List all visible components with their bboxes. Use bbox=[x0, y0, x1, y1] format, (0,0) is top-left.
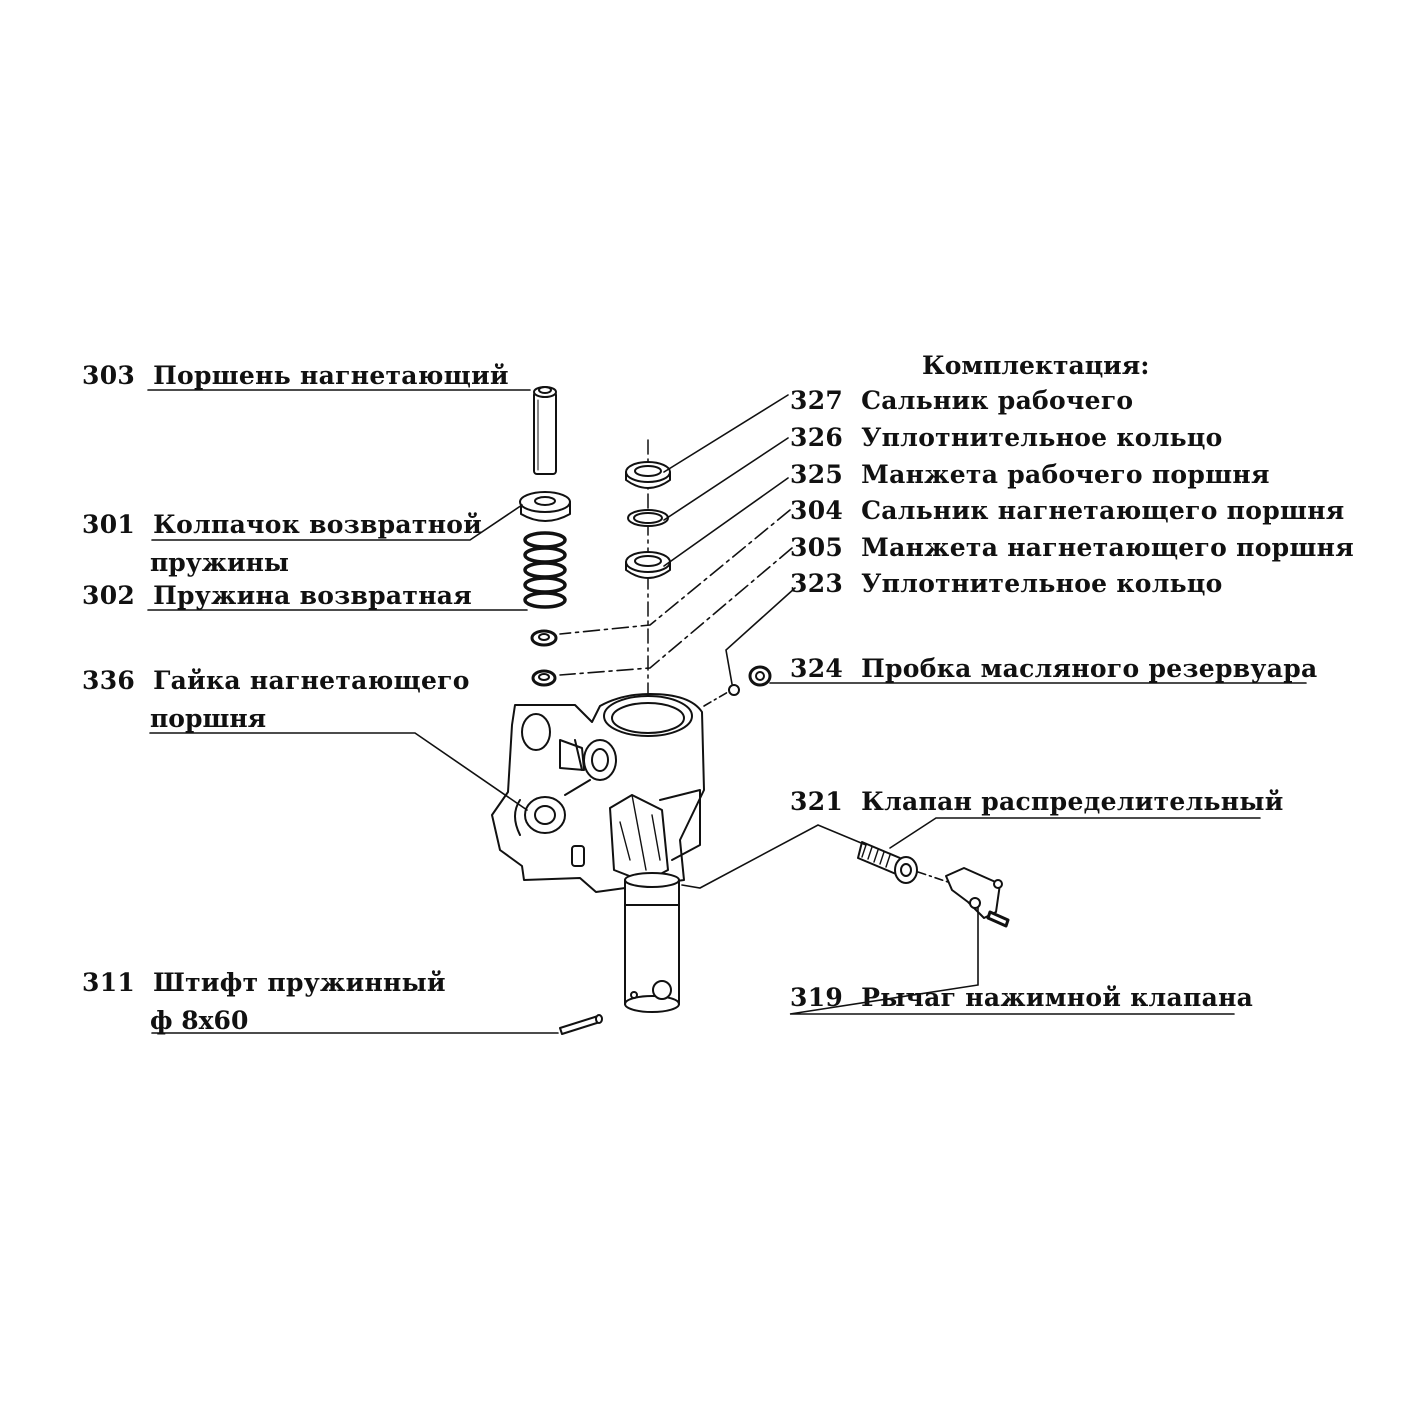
label-324: 324 Пробка масляного резервуара bbox=[790, 654, 1317, 684]
leader-326 bbox=[663, 437, 789, 521]
part-number: 311 bbox=[82, 968, 136, 997]
label-304: 304 Сальник нагнетающего поршня bbox=[790, 496, 1345, 526]
part-305-cuff bbox=[531, 669, 557, 687]
leader-336 bbox=[149, 732, 528, 811]
label-326: 326 Уплотнительное кольцо bbox=[790, 423, 1223, 453]
part-number: 325 bbox=[790, 460, 844, 489]
part-302-return-spring bbox=[523, 531, 567, 609]
part-name: Колпачок возвратной bbox=[153, 510, 483, 539]
part-number: 302 bbox=[82, 581, 136, 610]
part-number: 323 bbox=[790, 569, 844, 598]
label-336-line2: поршня bbox=[150, 704, 267, 733]
part-name: Сальник нагнетающего поршня bbox=[861, 496, 1345, 525]
leader-323 bbox=[725, 587, 796, 685]
part-number: 303 bbox=[82, 361, 136, 390]
label-321: 321 Клапан распределительный bbox=[790, 787, 1284, 817]
valve-axis bbox=[917, 871, 949, 883]
label-303: 303 Поршень нагнетающий bbox=[82, 361, 509, 391]
leader-301 bbox=[151, 504, 523, 541]
part-311-spring-pin bbox=[559, 1014, 603, 1035]
part-number: 321 bbox=[790, 787, 844, 816]
label-327: 327 Сальник рабочего bbox=[790, 386, 1133, 416]
part-326-o-ring bbox=[627, 509, 669, 527]
label-302: 302 Пружина возвратная bbox=[82, 581, 472, 611]
label-311: 311 Штифт пружинный bbox=[82, 968, 446, 998]
part-name: Пружина возвратная bbox=[153, 581, 473, 610]
label-323: 323 Уплотнительное кольцо bbox=[790, 569, 1223, 599]
leader-321-body bbox=[681, 824, 867, 889]
part-name: Манжета рабочего поршня bbox=[861, 460, 1270, 489]
label-311-line2: ф 8х60 bbox=[150, 1006, 249, 1035]
part-number: 324 bbox=[790, 654, 844, 683]
part-number: 327 bbox=[790, 386, 844, 415]
part-pump-body bbox=[491, 693, 705, 893]
leader-321 bbox=[889, 817, 1261, 849]
part-name: Клапан распределительный bbox=[861, 787, 1284, 816]
part-number: 326 bbox=[790, 423, 844, 452]
part-name: Штифт пружинный bbox=[153, 968, 446, 997]
label-319: 319 Рычаг нажимной клапана bbox=[790, 983, 1253, 1013]
part-number: 305 bbox=[790, 533, 844, 562]
label-325: 325 Манжета рабочего поршня bbox=[790, 460, 1270, 490]
leader-319 bbox=[789, 906, 1235, 1015]
part-lower-cylinder bbox=[624, 872, 680, 1013]
part-name: Пробка масляного резервуара bbox=[861, 654, 1318, 683]
label-305: 305 Манжета нагнетающего поршня bbox=[790, 533, 1354, 563]
part-304-seal bbox=[530, 629, 558, 647]
leader-327 bbox=[663, 394, 789, 473]
part-301-spring-cap bbox=[519, 491, 571, 522]
part-number: 304 bbox=[790, 496, 844, 525]
label-301: 301 Колпачок возвратной bbox=[82, 510, 482, 540]
part-323-o-ring bbox=[728, 684, 740, 696]
part-number: 336 bbox=[82, 666, 136, 695]
part-324-reservoir-plug bbox=[748, 665, 772, 687]
part-327-seal bbox=[625, 461, 671, 489]
part-name: Гайка нагнетающего bbox=[153, 666, 470, 695]
part-303-piston bbox=[533, 386, 557, 475]
leader-304 bbox=[559, 509, 791, 635]
part-325-cuff bbox=[625, 551, 671, 579]
part-name: Манжета нагнетающего поршня bbox=[861, 533, 1354, 562]
part-name: Уплотнительное кольцо bbox=[861, 569, 1223, 598]
part-name: Сальник рабочего bbox=[861, 386, 1134, 415]
label-301-line2: пружины bbox=[150, 548, 289, 577]
part-319-pressure-lever bbox=[945, 867, 1010, 928]
part-name: Рычаг нажимной клапана bbox=[861, 983, 1254, 1012]
part-321-distribution-valve bbox=[857, 841, 918, 884]
part-number: 301 bbox=[82, 510, 136, 539]
kit-heading: Комплектация: bbox=[922, 351, 1150, 380]
label-336: 336 Гайка нагнетающего bbox=[82, 666, 470, 696]
part-number: 319 bbox=[790, 983, 844, 1012]
part-name: Уплотнительное кольцо bbox=[861, 423, 1223, 452]
part-name: Поршень нагнетающий bbox=[153, 361, 509, 390]
leader-325 bbox=[663, 477, 789, 567]
leader-305 bbox=[559, 547, 793, 676]
plug-axis bbox=[703, 691, 729, 707]
